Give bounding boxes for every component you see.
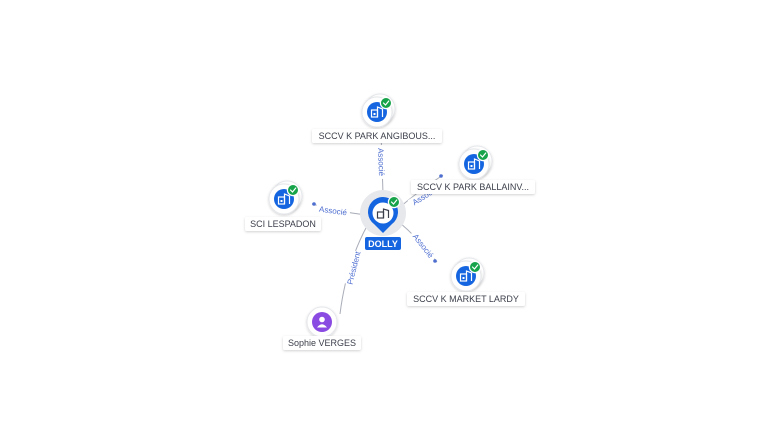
node-label: SCI LESPADON [250,219,316,229]
edge-arrow-icon [433,259,437,263]
edge-label: Président [346,250,363,286]
node-lardy[interactable]: SCCV K MARKET LARDY [407,257,525,306]
company-icon [459,270,473,282]
company-icon [370,106,384,118]
edge-label: Associé [411,232,436,260]
center-label: DOLLY [368,239,398,249]
node-verges[interactable]: Sophie VERGES [283,306,361,350]
edge-label-bg [375,144,388,180]
node-label: SCCV K PARK ANGIBOUS... [319,131,436,141]
check-icon [468,260,482,274]
edge-label: Associé [376,148,386,177]
center-label-box [365,237,401,250]
company-icon [277,193,291,205]
node-label-box [245,217,321,231]
nodes-layer: SCCV K PARK ANGIBOUS... SCCV K PARK BALLA… [245,93,535,350]
node-angibous[interactable]: SCCV K PARK ANGIBOUS... [312,93,442,143]
check-icon [286,183,300,197]
node-label-box [283,336,361,350]
edge-lardy: Associé [398,221,438,263]
company-icon [376,208,390,219]
edge-label-bg [408,229,438,263]
check-icon [387,195,401,209]
person-icon [317,316,327,328]
node-label: Sophie VERGES [288,338,356,348]
node-label-box [312,129,442,143]
check-icon [379,96,393,110]
node-ballainv[interactable]: SCCV K PARK BALLAINV... [411,145,535,194]
edge-label-bg [315,203,351,218]
edge-verges: Président [339,225,368,315]
node-label-box [407,292,525,306]
edge-label: Associé [319,205,349,218]
edge-arrow-icon [439,174,443,178]
check-icon [476,148,490,162]
center-node[interactable]: DOLLY [360,190,406,250]
node-label-box [411,180,535,194]
edge-arrow-icon [312,202,316,206]
company-icon [467,158,481,170]
node-label: SCCV K PARK BALLAINV... [417,182,529,192]
edge-label-bg [344,250,363,286]
node-lespadon[interactable]: SCI LESPADON [245,180,321,231]
node-label: SCCV K MARKET LARDY [413,294,519,304]
edge-lespadon: Associé [311,202,367,218]
